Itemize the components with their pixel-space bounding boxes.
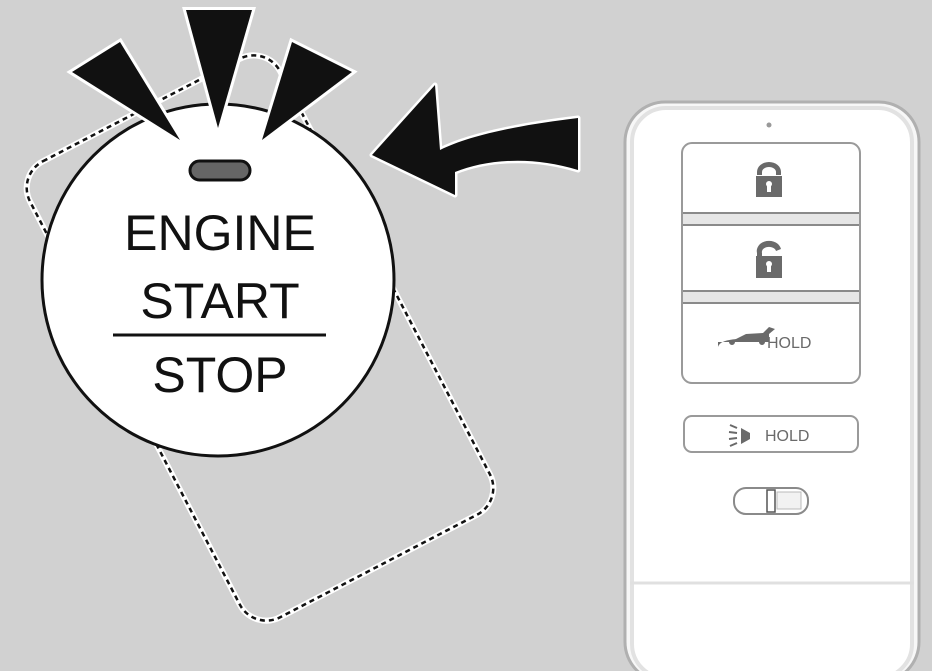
trunk-hold-label: HOLD (767, 335, 811, 352)
engine-start-stop-button: ENGINE START STOP (40, 102, 396, 458)
key-fob: HOLD HOLD (623, 100, 921, 671)
unlock-icon (756, 240, 782, 278)
curved-arrow-icon (369, 82, 581, 198)
trunk-button[interactable]: HOLD (718, 327, 811, 352)
indicator-light (188, 159, 252, 182)
button-text-start: START (140, 273, 299, 329)
lock-icon (756, 162, 782, 197)
lock-button[interactable] (756, 162, 782, 197)
unlock-button[interactable] (756, 240, 782, 278)
panic-hold-label: HOLD (765, 428, 809, 445)
release-switch[interactable] (733, 487, 809, 515)
panic-button[interactable]: HOLD (683, 415, 859, 453)
trunk-car-icon (718, 327, 775, 347)
panic-horn-icon (728, 424, 750, 447)
button-text-engine: ENGINE (124, 205, 316, 261)
button-text-stop: STOP (152, 347, 287, 403)
